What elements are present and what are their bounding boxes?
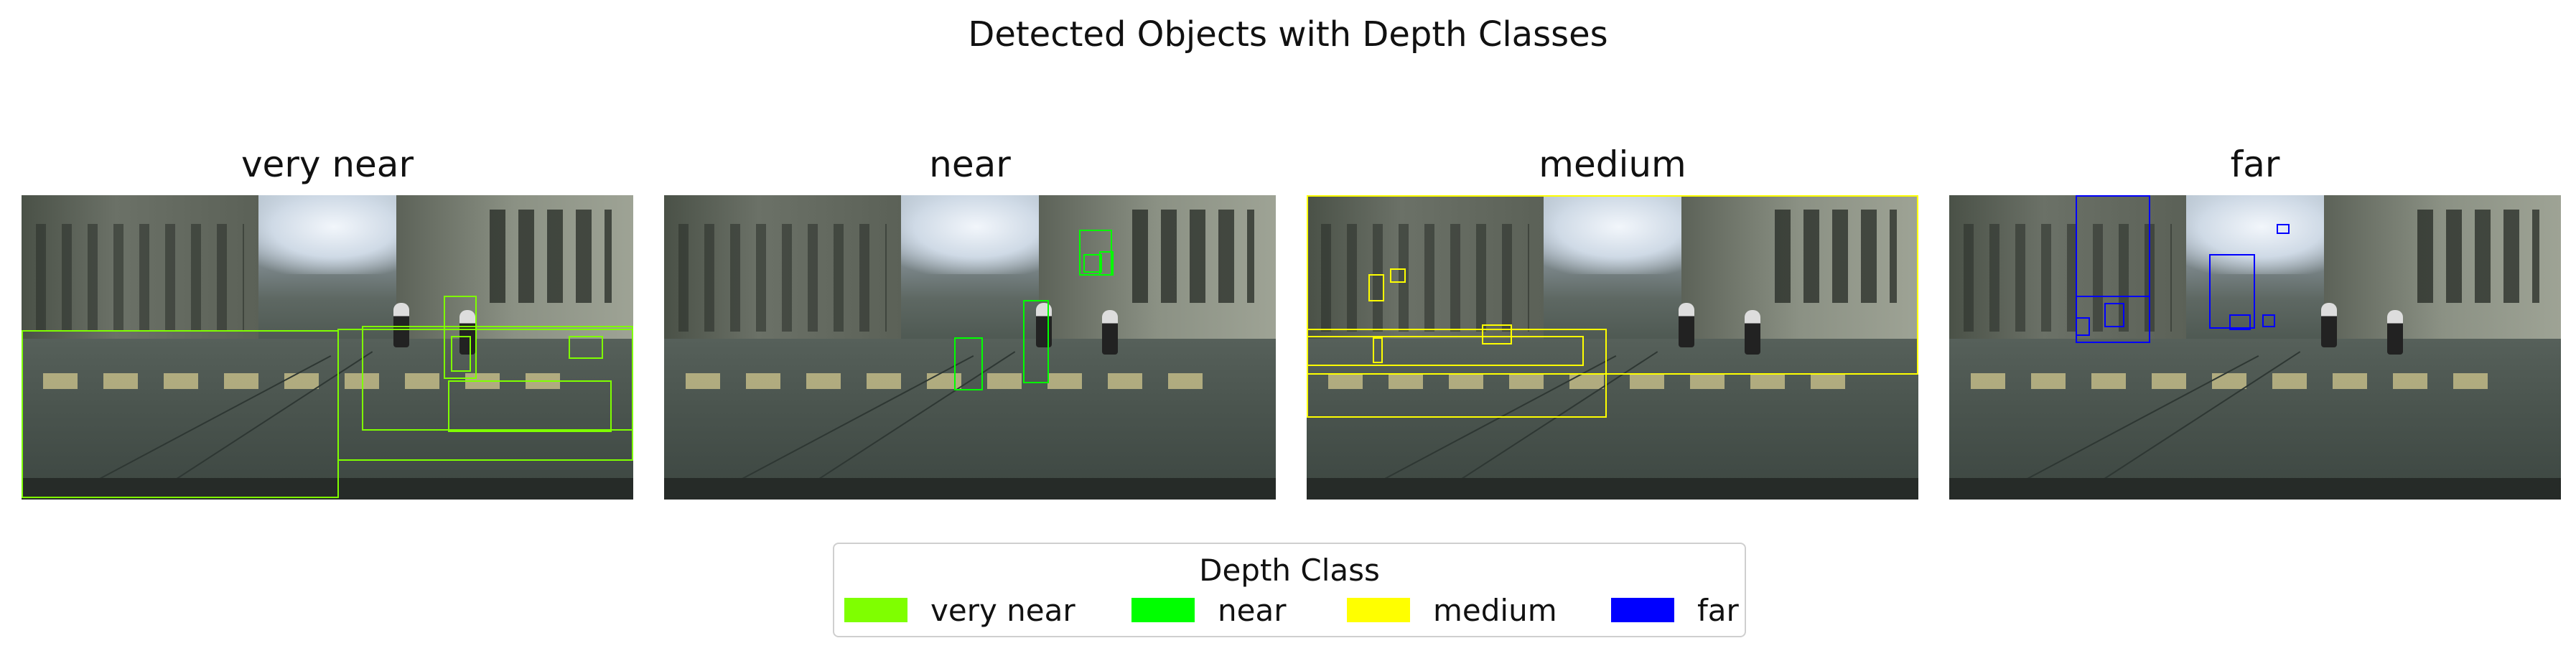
bbox-near (1023, 300, 1049, 383)
car-hood (1307, 478, 1918, 500)
street-scene-crosswalk (1328, 373, 1845, 389)
bbox-far (2229, 314, 2251, 330)
bbox-medium (1373, 337, 1383, 363)
legend: Depth Class very near near medium far (833, 543, 1746, 637)
panel-medium (1307, 195, 1918, 500)
car-hood (664, 478, 1276, 500)
street-scene-road (664, 339, 1276, 500)
bbox-far (2076, 317, 2090, 336)
bbox-medium (1307, 336, 1584, 366)
legend-label: near (1218, 592, 1287, 628)
bbox-far (2262, 314, 2275, 327)
bbox-medium (1368, 274, 1384, 301)
bbox-medium (1482, 324, 1512, 344)
street-scene-crosswalk (686, 373, 1203, 389)
panel-title-very-near: very near (241, 144, 414, 185)
bbox-medium (1307, 329, 1607, 418)
legend-label: far (1697, 592, 1739, 628)
bbox-medium (1390, 268, 1406, 283)
panel-title-far: far (2230, 144, 2280, 185)
panel-far (1949, 195, 2561, 500)
bbox-very-near (569, 336, 603, 359)
bbox-very-near (444, 296, 477, 379)
bbox-very-near (362, 326, 633, 431)
street-scene-building-left (1949, 195, 2186, 346)
street-scene-crosswalk (1971, 373, 2488, 389)
bbox-medium (1307, 195, 1918, 375)
bbox-near (1079, 230, 1112, 276)
legend-swatch (844, 598, 907, 622)
street-scene-building-right (1039, 195, 1276, 364)
legend-item-near: near (1131, 592, 1287, 628)
legend-title: Depth Class (1199, 553, 1380, 588)
figure-title: Detected Objects with Depth Classes (968, 14, 1608, 55)
street-scene-crosswalk (43, 373, 560, 389)
bbox-far (2209, 254, 2255, 329)
panel-title-near: near (929, 144, 1011, 185)
street-scene-road (1949, 339, 2561, 500)
car-hood (1949, 478, 2561, 500)
pedestrian (393, 303, 409, 347)
street-scene-building-right (396, 195, 633, 364)
street-scene-road (22, 339, 633, 500)
street-scene-building-left (22, 195, 258, 346)
cyclist (1745, 310, 1760, 355)
panel-near (664, 195, 1276, 500)
legend-swatch (1131, 598, 1195, 622)
bbox-very-near (22, 330, 339, 498)
legend-label: medium (1433, 592, 1557, 628)
car-hood (22, 478, 633, 500)
street-scene-building-left (1307, 195, 1544, 346)
legend-item-far: far (1611, 592, 1739, 628)
cyclist (1102, 310, 1118, 355)
legend-swatch (1611, 598, 1674, 622)
panel-title-medium: medium (1539, 144, 1686, 185)
bbox-very-near (448, 380, 612, 432)
legend-item-medium: medium (1347, 592, 1557, 628)
pedestrian (1679, 303, 1694, 347)
cyclist (459, 310, 475, 355)
legend-swatch (1347, 598, 1410, 622)
panel-very-near (22, 195, 633, 500)
cyclist (2387, 310, 2403, 355)
bbox-near (1083, 254, 1102, 273)
legend-label: very near (930, 592, 1075, 628)
bbox-far (2104, 303, 2124, 327)
bbox-very-near (451, 336, 471, 372)
legend-item-very-near: very near (844, 592, 1075, 628)
bbox-near (1099, 251, 1114, 276)
bbox-far (2277, 224, 2290, 234)
street-scene-building-left (664, 195, 901, 346)
street-scene-building-right (1681, 195, 1918, 364)
bbox-near (954, 337, 983, 390)
street-scene-building-right (2324, 195, 2561, 364)
pedestrian (2321, 303, 2337, 347)
